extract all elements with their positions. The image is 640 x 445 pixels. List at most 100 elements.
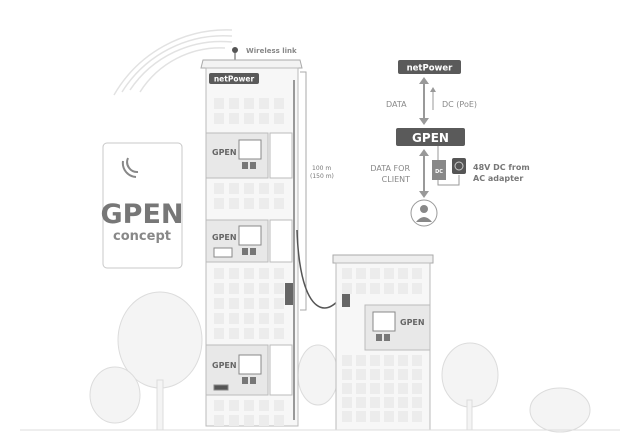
window [214, 400, 224, 411]
window [412, 411, 422, 422]
window [259, 98, 269, 109]
window [214, 268, 224, 279]
dc-converter [432, 160, 446, 180]
window [259, 113, 269, 124]
trees [89, 291, 591, 433]
window [229, 283, 239, 294]
window [214, 328, 224, 339]
window [356, 369, 366, 380]
wifi-icon [126, 157, 139, 174]
window [370, 383, 380, 394]
gpen-label-floor-3: GPEN [212, 361, 237, 370]
netpower-device [209, 73, 259, 84]
window [342, 397, 352, 408]
window [244, 415, 254, 426]
window [342, 411, 352, 422]
data-for-client-label: DATA FOR [370, 164, 410, 173]
dc-poe-label: DC (PoE) [442, 100, 477, 109]
window [384, 268, 394, 279]
gpen-device [372, 311, 396, 332]
window [412, 283, 422, 294]
window [342, 383, 352, 394]
switch-device [285, 283, 293, 305]
window [259, 298, 269, 309]
window [229, 268, 239, 279]
window [214, 298, 224, 309]
window [274, 198, 284, 209]
window [370, 411, 380, 422]
window [412, 383, 422, 394]
window [412, 268, 422, 279]
gpen-label-floor-2: GPEN [212, 233, 237, 242]
window [384, 397, 394, 408]
window [244, 113, 254, 124]
window [356, 355, 366, 366]
window [274, 113, 284, 124]
gpen-label-floor-1: GPEN [212, 148, 237, 157]
window [274, 98, 284, 109]
concept-card: GPEN concept [101, 142, 184, 269]
window [370, 355, 380, 366]
window [214, 183, 224, 194]
window [370, 283, 380, 294]
window [259, 283, 269, 294]
concept-title: GPEN [101, 199, 184, 230]
schema-gpen-label: GPEN [412, 131, 449, 145]
distance-label: 100 m [312, 165, 331, 172]
router-icon [213, 384, 229, 391]
window [244, 298, 254, 309]
window [342, 283, 352, 294]
window [214, 198, 224, 209]
window [356, 397, 366, 408]
window [214, 98, 224, 109]
window [274, 268, 284, 279]
gpen-device [238, 354, 262, 375]
window [356, 283, 366, 294]
distance-label-alt: (150 m) [310, 173, 334, 180]
window [229, 415, 239, 426]
schema-netpower-label: netPower [407, 64, 454, 74]
window [229, 113, 239, 124]
window [244, 198, 254, 209]
window [274, 328, 284, 339]
window [259, 400, 269, 411]
data-label: DATA [386, 100, 407, 109]
adapter-label-2: AC adapter [473, 174, 523, 183]
window [384, 383, 394, 394]
window [259, 183, 269, 194]
gpen-label-right: GPEN [400, 318, 425, 327]
window [259, 328, 269, 339]
window [356, 268, 366, 279]
schema-gpen-box [396, 128, 465, 146]
schema-netpower-box [398, 60, 461, 74]
laptop-icon [213, 247, 233, 258]
window [370, 369, 380, 380]
gpen-device [238, 225, 262, 246]
window [398, 411, 408, 422]
gpen-device [238, 139, 262, 160]
client-user-icon [410, 199, 438, 227]
window [274, 183, 284, 194]
window [342, 268, 352, 279]
window [412, 397, 422, 408]
tower-building: Wireless link netPower GPEN GPEN GPEN [200, 47, 303, 427]
data-for-client-label-2: CLIENT [382, 175, 410, 184]
window [274, 415, 284, 426]
netpower-label: netPower [214, 75, 255, 84]
window [244, 400, 254, 411]
window [259, 415, 269, 426]
window [384, 355, 394, 366]
power-plug-icon [452, 158, 466, 174]
window [398, 397, 408, 408]
window [274, 313, 284, 324]
window [342, 355, 352, 366]
window [259, 313, 269, 324]
window [244, 313, 254, 324]
window [370, 268, 380, 279]
window [398, 355, 408, 366]
window [274, 283, 284, 294]
window [214, 313, 224, 324]
window [384, 283, 394, 294]
window [244, 268, 254, 279]
